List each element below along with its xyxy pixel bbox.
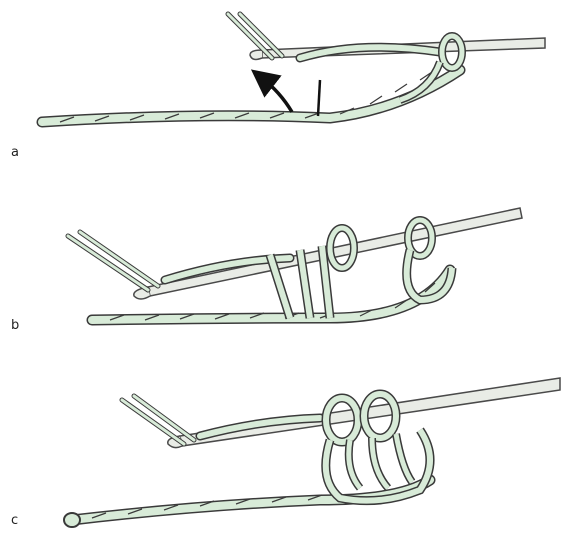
panel-b [68, 208, 522, 320]
panel-label-b: b [11, 319, 19, 332]
yarn-tail [68, 232, 158, 290]
panel-label-a: a [11, 146, 19, 159]
direction-arrows [262, 78, 320, 116]
panel-label-c: c [11, 514, 18, 527]
completed-stitch-cluster [200, 394, 430, 501]
panel-c [64, 378, 560, 527]
foundation-chain [42, 70, 460, 122]
panel-a [42, 14, 545, 122]
